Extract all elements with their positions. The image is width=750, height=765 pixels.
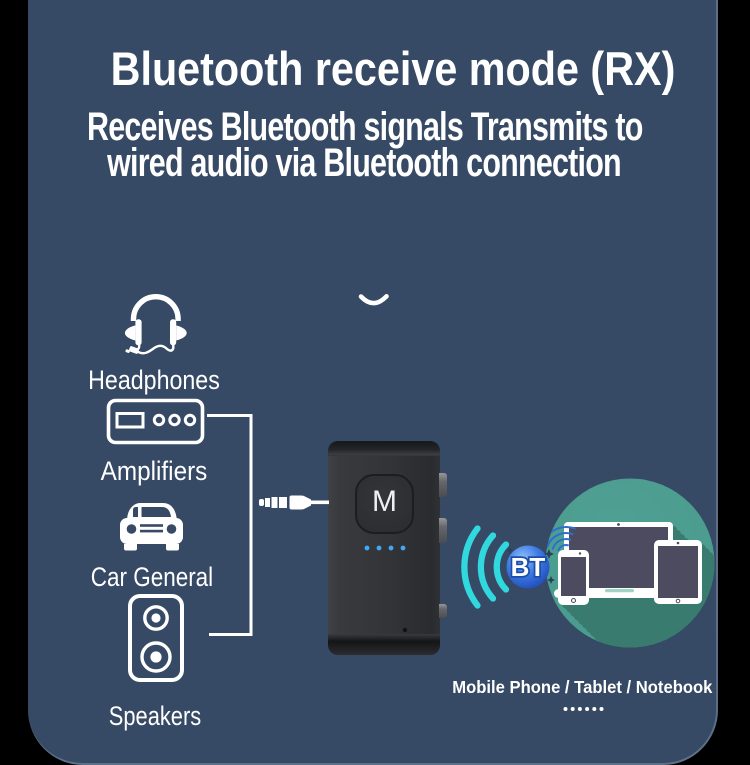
svg-text:BT: BT xyxy=(511,552,546,582)
